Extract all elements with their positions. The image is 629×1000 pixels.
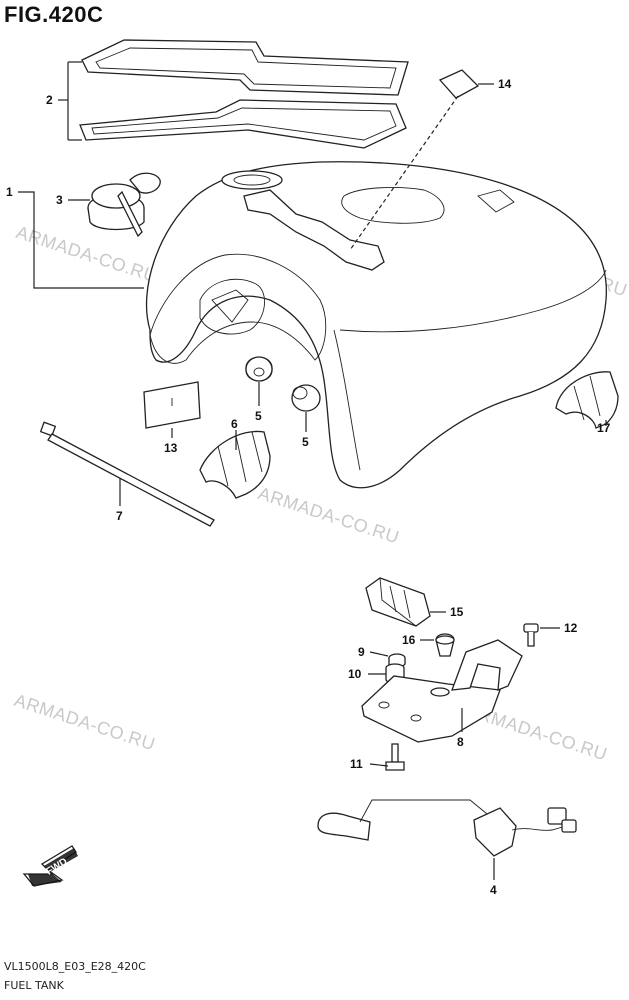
callout-6: 6 — [231, 417, 238, 431]
fuel-pump-bracket — [361, 639, 523, 743]
callout-11: 11 — [350, 757, 363, 771]
callout-8: 8 — [457, 735, 464, 749]
fwd-arrow: FWD — [22, 845, 78, 887]
decal-lower — [79, 99, 407, 149]
grommet-5b — [291, 384, 321, 412]
grommet-5a — [245, 356, 273, 382]
label-plate-13 — [143, 381, 201, 429]
figure-caption: FUEL TANK — [4, 979, 64, 992]
callout-2: 2 — [46, 93, 53, 107]
callout-1: 1 — [6, 185, 13, 199]
bolt-11 — [385, 743, 405, 771]
callout-12: 12 — [564, 621, 578, 635]
cable-tie — [39, 421, 215, 527]
decal-upper — [81, 39, 409, 96]
callout-3: 3 — [56, 193, 63, 207]
callout-13: 13 — [164, 441, 178, 455]
fuel-cap — [87, 172, 161, 238]
bump-16 — [435, 633, 455, 657]
fuel-tank — [145, 161, 607, 489]
cushion-6 — [199, 430, 271, 499]
fuel-level-sensor — [317, 799, 577, 857]
callout-9: 9 — [358, 645, 365, 659]
callout-15: 15 — [450, 605, 464, 619]
callout-16: 16 — [402, 633, 416, 647]
leader-lines — [18, 61, 607, 880]
damper-15 — [365, 577, 431, 627]
callouts: 1 2 3 14 5 5 13 6 17 7 15 12 16 9 10 8 1… — [6, 77, 611, 897]
callout-5b: 5 — [302, 435, 309, 449]
callout-7: 7 — [116, 509, 123, 523]
callout-4: 4 — [490, 883, 497, 897]
bolt-12 — [523, 623, 539, 647]
cushion-17 — [555, 371, 619, 429]
callout-17: 17 — [597, 421, 611, 435]
label-plate-14 — [438, 69, 480, 99]
reference-code: VL1500L8_E03_E28_420C — [4, 960, 146, 973]
figure-title: FIG.420C — [4, 2, 104, 27]
callout-10: 10 — [348, 667, 362, 681]
callout-14: 14 — [498, 77, 512, 91]
callout-5a: 5 — [255, 409, 262, 423]
